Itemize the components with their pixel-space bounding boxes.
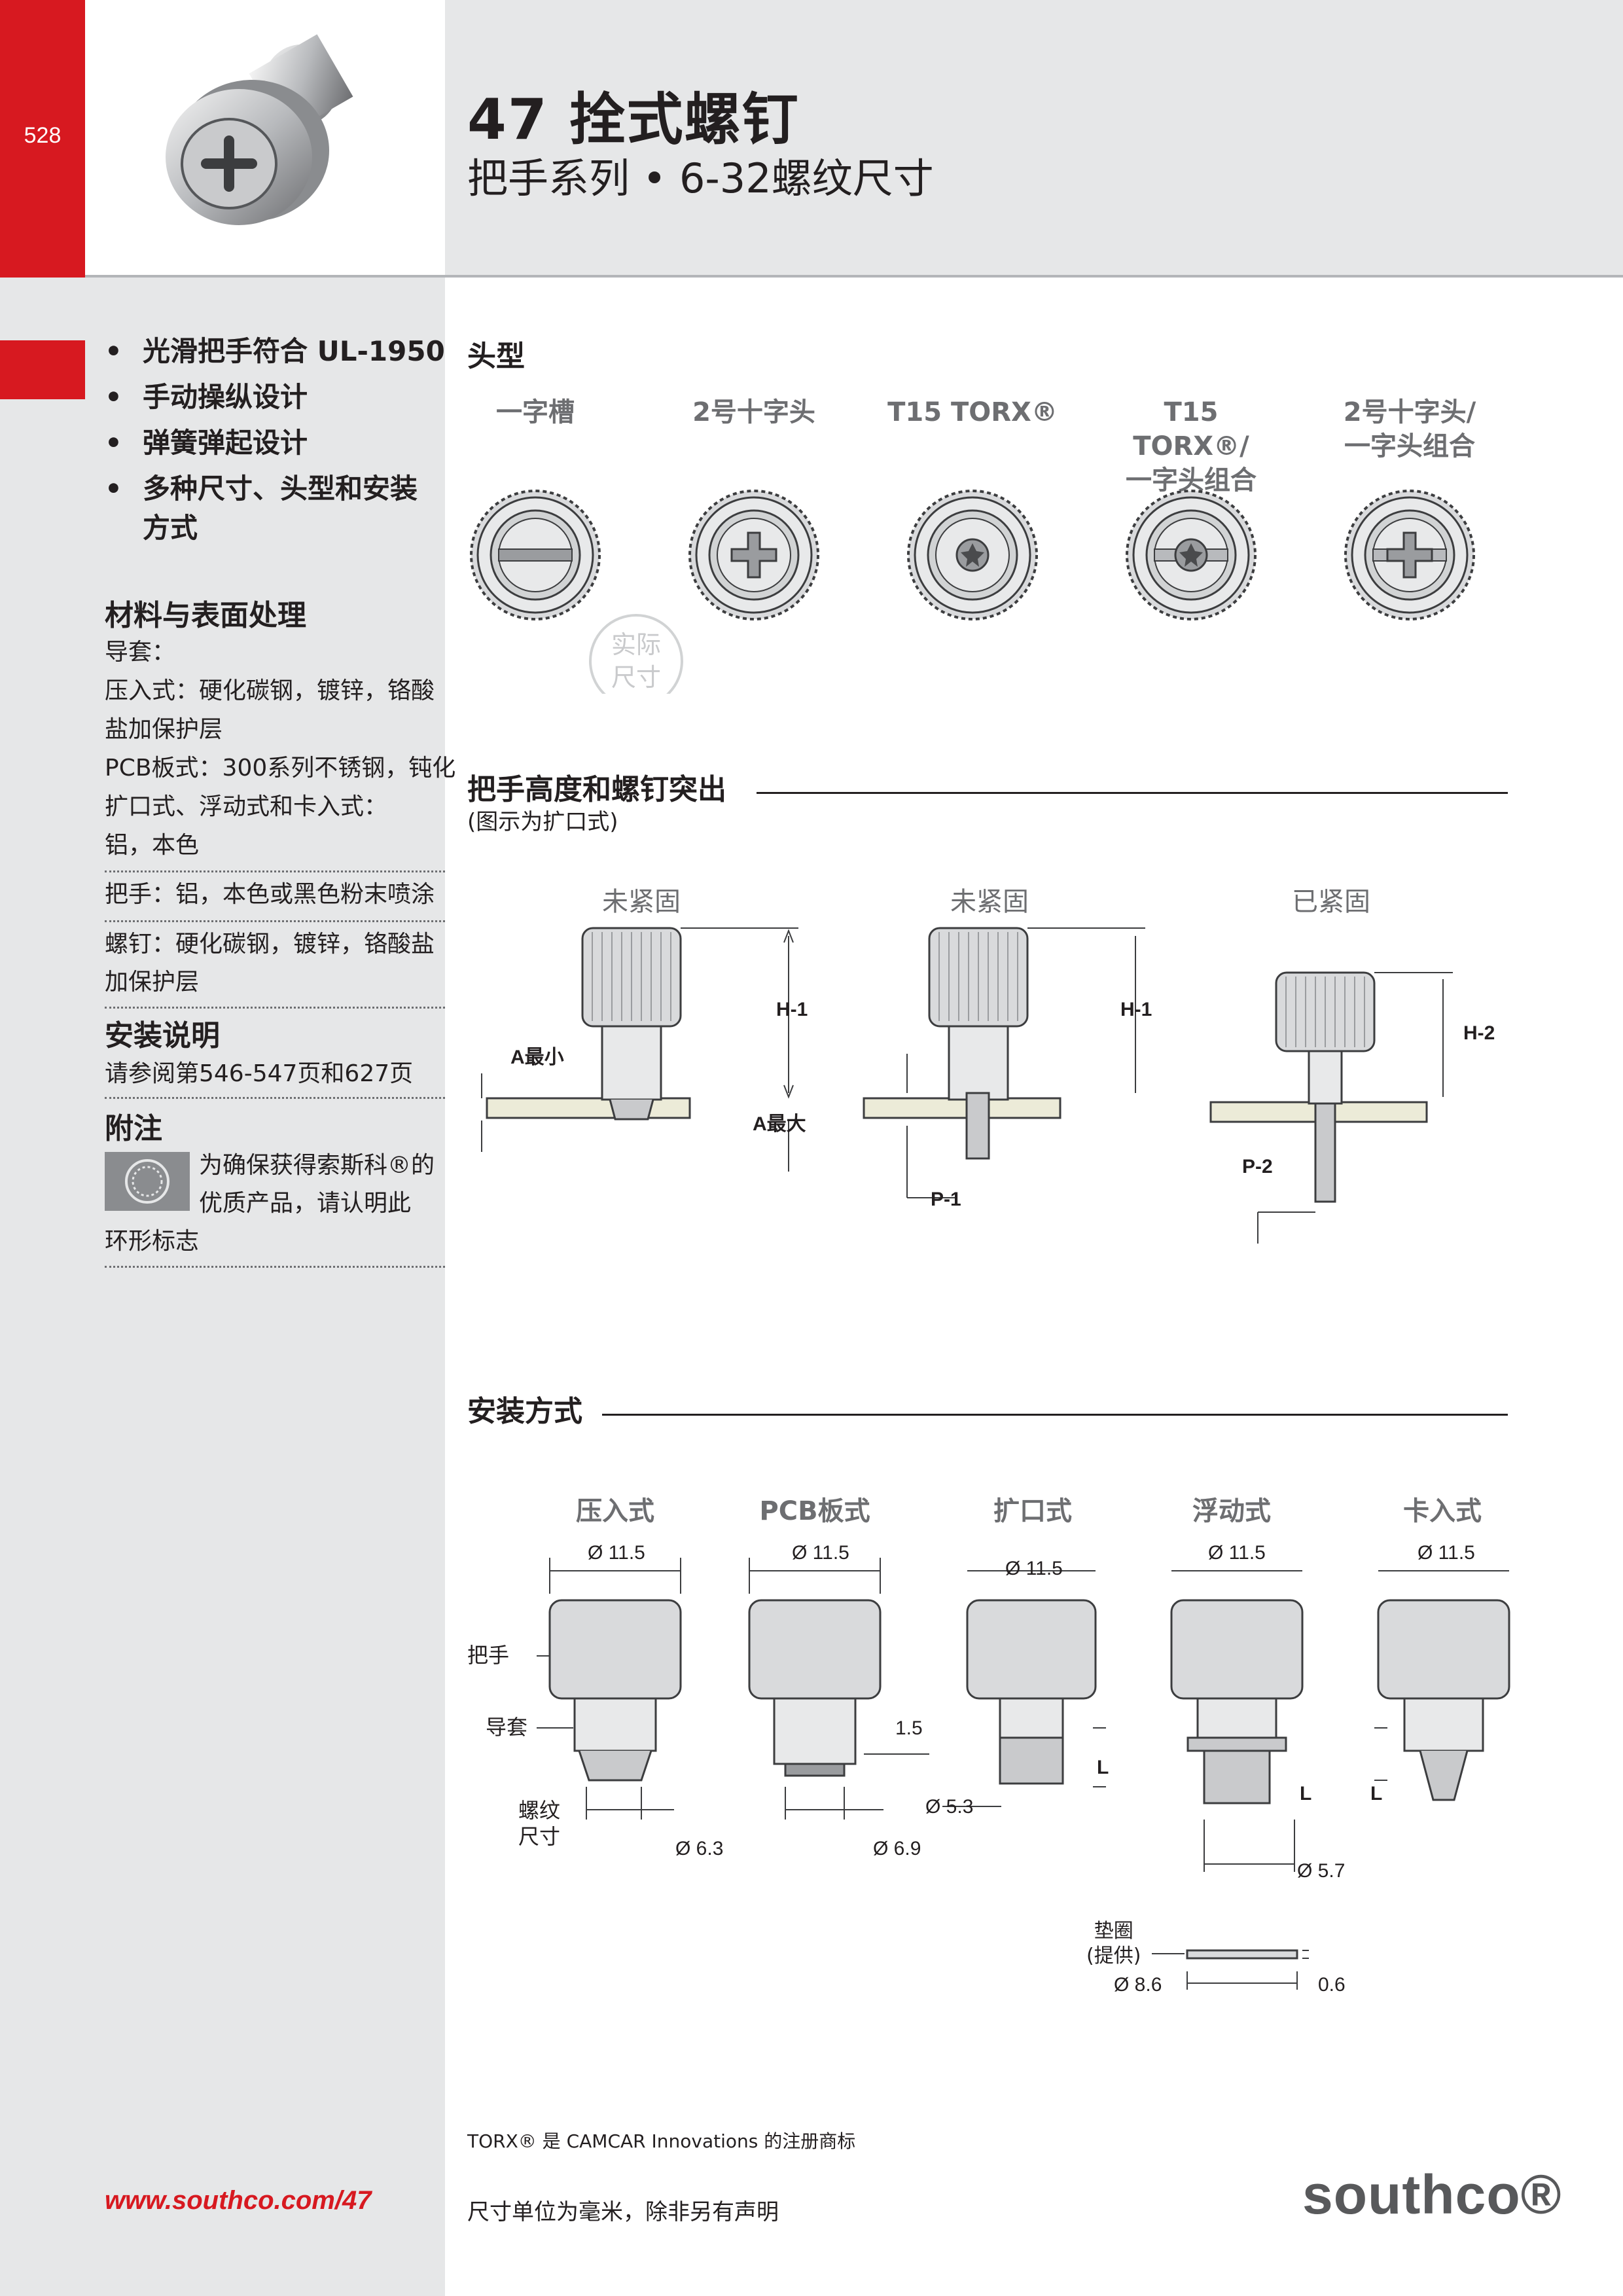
head-types-drawings <box>470 490 1475 694</box>
dimension-label: Ø 6.3 <box>675 1838 724 1859</box>
materials-line: PCB板式：300系列不锈钢，钝化 <box>105 755 456 781</box>
dimension-label: H-1 <box>1120 999 1152 1020</box>
callout-washer: 垫圈(提供) <box>1086 1920 1141 1967</box>
mount-type-label: 压入式 <box>576 1496 654 1526</box>
notes-text: 优质产品，请认明此 <box>199 1190 412 1217</box>
dimension-label: 0.6 <box>1318 1974 1346 1996</box>
head-type-label: 一字槽 <box>496 397 575 427</box>
actual-size-stamp-text: 实际尺寸 <box>611 630 661 692</box>
materials-line: 铝，本色 <box>105 832 200 859</box>
dimension-label: H-1 <box>776 999 808 1020</box>
dimension-label: Ø 8.6 <box>1114 1974 1162 1996</box>
height-heading: 把手高度和螺钉突出 <box>467 773 726 806</box>
dimension-label: Ø 5.3 <box>925 1796 974 1818</box>
dimension-label: Ø 11.5 <box>1005 1558 1063 1579</box>
materials-line: 把手：铝，本色或黑色粉末喷涂 <box>105 881 435 908</box>
dimension-label: Ø 6.9 <box>873 1838 921 1859</box>
head-type-label: 2号十字头 <box>692 397 815 427</box>
callout-ferrule: 导套 <box>486 1715 528 1740</box>
head-types-heading: 头型 <box>467 340 525 373</box>
dimension-label: Ø 11.5 <box>588 1542 645 1564</box>
head-type-label: T15 TORX® <box>887 397 1058 427</box>
dimension-label: H-2 <box>1463 1022 1495 1044</box>
phillips-slot-combo-head-icon <box>1344 490 1475 620</box>
page-title: 47 拴式螺钉 <box>467 87 800 152</box>
mount-type-label: 卡入式 <box>1403 1496 1482 1526</box>
feature-item: •光滑把手符合 UL-1950 <box>105 335 445 367</box>
dimension-label: Ø 11.5 <box>1418 1542 1475 1564</box>
dimension-label: A最大 <box>753 1113 806 1135</box>
materials-line: 导套： <box>105 639 176 666</box>
feature-item: •弹簧弹起设计 <box>105 427 308 459</box>
state-label: 已紧固 <box>1292 887 1370 917</box>
mount-type-label: PCB板式 <box>759 1496 870 1526</box>
mounting-drawings <box>537 1558 1510 1990</box>
trademark-footnote: TORX® 是 CAMCAR Innovations 的注册商标 <box>467 2130 856 2152</box>
materials-line: 压入式：硬化碳钢，镀锌，铬酸 <box>105 677 435 704</box>
materials-line: 扩口式、浮动式和卡入式： <box>105 793 388 820</box>
notes-heading: 附注 <box>105 1112 162 1145</box>
feature-item: •手动操纵设计 <box>105 381 308 413</box>
head-type-label: T15 TORX®/一字头组合 <box>1126 397 1257 495</box>
section-rule <box>602 1414 1508 1416</box>
page-subtitle: 把手系列 • 6-32螺纹尺寸 <box>467 154 934 202</box>
height-subheading: (图示为扩口式) <box>467 809 618 835</box>
divider <box>105 1007 445 1009</box>
materials-line: 加保护层 <box>105 969 200 996</box>
callout-handle: 把手 <box>467 1643 510 1668</box>
materials-line: 盐加保护层 <box>105 716 223 743</box>
head-type-label: 2号十字头/一字头组合 <box>1343 397 1476 461</box>
dimension-label: A最小 <box>510 1047 564 1068</box>
dimension-label: L <box>1370 1783 1383 1804</box>
units-note: 尺寸单位为毫米，除非另有声明 <box>467 2199 779 2225</box>
dimension-label: P-1 <box>931 1189 961 1210</box>
sidebar-red-tab <box>0 340 85 399</box>
panel <box>486 1097 691 1119</box>
phillips-head-icon <box>688 490 819 620</box>
product-photo-area <box>85 0 445 275</box>
dimension-label: Ø 11.5 <box>1208 1542 1266 1564</box>
dimension-label: L <box>1300 1783 1312 1804</box>
feature-item-continued: 方式 <box>143 512 198 544</box>
feature-item: •多种尺寸、头型和安装 <box>105 473 418 505</box>
callout-thread-size: 螺纹尺寸 <box>518 1798 561 1849</box>
materials-heading: 材料与表面处理 <box>105 599 306 632</box>
page-number: 528 <box>24 123 62 148</box>
materials-line: 螺钉：硬化碳钢，镀锌，铬酸盐 <box>105 931 435 958</box>
state-label: 未紧固 <box>602 887 681 917</box>
divider <box>105 1266 445 1268</box>
dimension-label: Ø 5.7 <box>1297 1860 1346 1882</box>
notes-text: 为确保获得索斯科®的 <box>199 1152 435 1179</box>
dimension-label: Ø 11.5 <box>792 1542 849 1564</box>
divider <box>105 870 445 872</box>
ring-mark-icon <box>105 1152 190 1211</box>
mount-type-label: 扩口式 <box>993 1496 1072 1526</box>
product-photo <box>166 34 353 225</box>
notes-text: 环形标志 <box>105 1228 200 1255</box>
mount-type-label: 浮动式 <box>1192 1496 1271 1526</box>
dimension-label: 1.5 <box>895 1717 923 1739</box>
torx-head-icon <box>907 490 1038 620</box>
website-link[interactable]: www.southco.com/47 <box>105 2186 372 2215</box>
southco-logo: southco® <box>1302 2164 1562 2225</box>
divider <box>105 920 445 922</box>
height-drawings <box>481 927 1453 1244</box>
sidebar <box>0 278 445 2296</box>
actual-size-stamp <box>589 614 683 694</box>
install-notes-text: 请参阅第546-547页和627页 <box>105 1060 414 1087</box>
state-label: 未紧固 <box>950 887 1029 917</box>
page-red-tab <box>0 0 85 278</box>
install-notes-heading: 安装说明 <box>105 1019 220 1052</box>
section-rule <box>757 792 1508 794</box>
header-rule <box>85 275 1623 278</box>
mounting-heading: 安装方式 <box>467 1395 582 1428</box>
dimension-label: L <box>1097 1757 1109 1778</box>
dimension-label: P-2 <box>1242 1156 1273 1177</box>
slotted-head-icon <box>470 490 601 620</box>
torx-slot-combo-head-icon <box>1126 490 1257 620</box>
divider <box>105 1097 445 1099</box>
